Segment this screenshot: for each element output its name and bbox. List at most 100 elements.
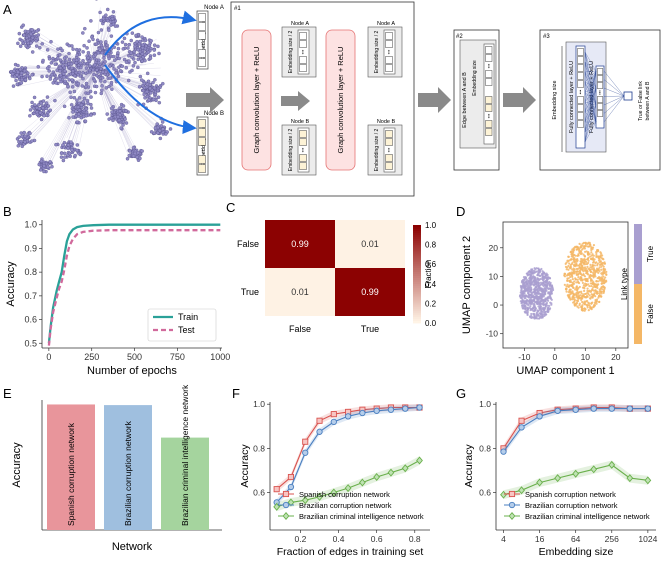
graph-node xyxy=(145,82,150,87)
graph-node xyxy=(16,41,20,46)
colorbar-step xyxy=(413,230,421,234)
scatter-point xyxy=(585,283,588,286)
colorbar-step xyxy=(413,291,421,294)
graph-node xyxy=(22,33,26,37)
scatter-point xyxy=(569,267,572,270)
scatter-point xyxy=(602,280,605,283)
scatter-point xyxy=(581,305,584,308)
scatter-point xyxy=(568,296,571,299)
scatter-point xyxy=(590,284,593,288)
colorbar-step xyxy=(413,305,421,308)
scatter-point xyxy=(576,267,580,270)
y-tick-label: 0.6 xyxy=(253,487,265,497)
scatter-point xyxy=(563,283,566,286)
scatter-point xyxy=(591,246,595,249)
svg-text:Node B: Node B xyxy=(291,119,310,125)
scatter-point xyxy=(538,284,541,287)
scatter-point xyxy=(602,278,606,281)
graph-node xyxy=(84,66,89,70)
y-tick-label: 0 xyxy=(493,300,498,310)
scatter-point xyxy=(597,283,600,286)
scatter-point xyxy=(578,262,582,266)
y-axis-label: UMAP component 2 xyxy=(461,236,473,334)
scatter-point xyxy=(577,246,580,249)
scatter-point xyxy=(583,245,586,249)
y-tick-label: 0.8 xyxy=(253,443,265,453)
marker-diamond xyxy=(401,464,409,473)
scatter-point xyxy=(534,317,538,320)
graph-node xyxy=(102,56,106,60)
graph-node xyxy=(16,63,20,68)
embedding-cell xyxy=(198,164,206,173)
scatter-point xyxy=(531,271,534,274)
scatter-point xyxy=(545,287,548,290)
graph-node xyxy=(149,91,153,95)
mlp-connection-line xyxy=(584,81,597,106)
graph-node xyxy=(92,111,96,116)
graph-node xyxy=(136,47,140,52)
colorbar-label: Fraction xyxy=(424,260,433,289)
embedding-cell xyxy=(485,70,493,78)
embedding-ellipsis: ••• xyxy=(200,148,205,153)
mlp-output-line xyxy=(603,95,625,106)
marker-circle xyxy=(536,413,543,420)
graph-node xyxy=(19,81,24,85)
scatter-point xyxy=(584,242,587,246)
embedding-cell xyxy=(577,56,584,64)
scatter-point xyxy=(598,261,601,264)
scatter-point xyxy=(566,294,569,297)
graph-node xyxy=(156,44,160,49)
graph-node xyxy=(81,58,85,63)
scatter-point xyxy=(591,279,594,282)
scatter-point xyxy=(592,259,595,262)
embedding-cell xyxy=(577,96,584,104)
graph-node xyxy=(14,78,18,83)
scatter-point xyxy=(542,282,545,285)
scatter-point xyxy=(591,265,594,268)
colorbar-step xyxy=(413,232,421,236)
graph-node xyxy=(157,51,161,56)
scatter-point xyxy=(572,256,575,259)
scatter-point xyxy=(586,287,589,290)
scatter-point xyxy=(602,290,606,293)
graph-node xyxy=(97,46,101,51)
scatter-point xyxy=(577,253,580,256)
graph-node xyxy=(122,57,127,62)
graph-node xyxy=(76,105,81,109)
scatter-point xyxy=(523,310,526,313)
graph-node xyxy=(67,57,72,62)
scatter-point xyxy=(537,271,540,274)
graph-edge xyxy=(94,69,162,131)
x-axis-label: Network xyxy=(112,541,153,553)
graph-node xyxy=(121,104,126,108)
graph-node xyxy=(99,28,104,32)
graph-node xyxy=(158,136,163,141)
colorbar-step xyxy=(413,248,421,251)
colorbar-step xyxy=(413,319,421,322)
scatter-point xyxy=(576,278,579,281)
scatter-point xyxy=(595,267,599,270)
embedding-cell xyxy=(385,56,393,64)
graph-node xyxy=(156,95,161,100)
graph-node xyxy=(112,45,117,49)
scatter-point xyxy=(602,275,605,278)
scatter-point xyxy=(583,307,586,310)
embedding-cell xyxy=(385,138,393,146)
embedding-cell xyxy=(485,54,493,62)
scatter-point xyxy=(595,254,598,258)
graph-node xyxy=(93,62,97,67)
embedding-cell xyxy=(198,119,206,128)
scatter-point xyxy=(568,279,571,283)
colorbar-step xyxy=(413,295,421,298)
graph-node xyxy=(81,114,86,119)
mlp-output-line xyxy=(603,95,625,97)
graph-node xyxy=(69,66,74,70)
graph-node xyxy=(22,130,26,135)
scatter-point xyxy=(594,261,597,265)
colorbar-tick: True xyxy=(646,245,655,262)
scatter-point xyxy=(522,295,525,298)
output-label-1: True or False link xyxy=(638,81,644,121)
scatter-point xyxy=(592,267,595,270)
